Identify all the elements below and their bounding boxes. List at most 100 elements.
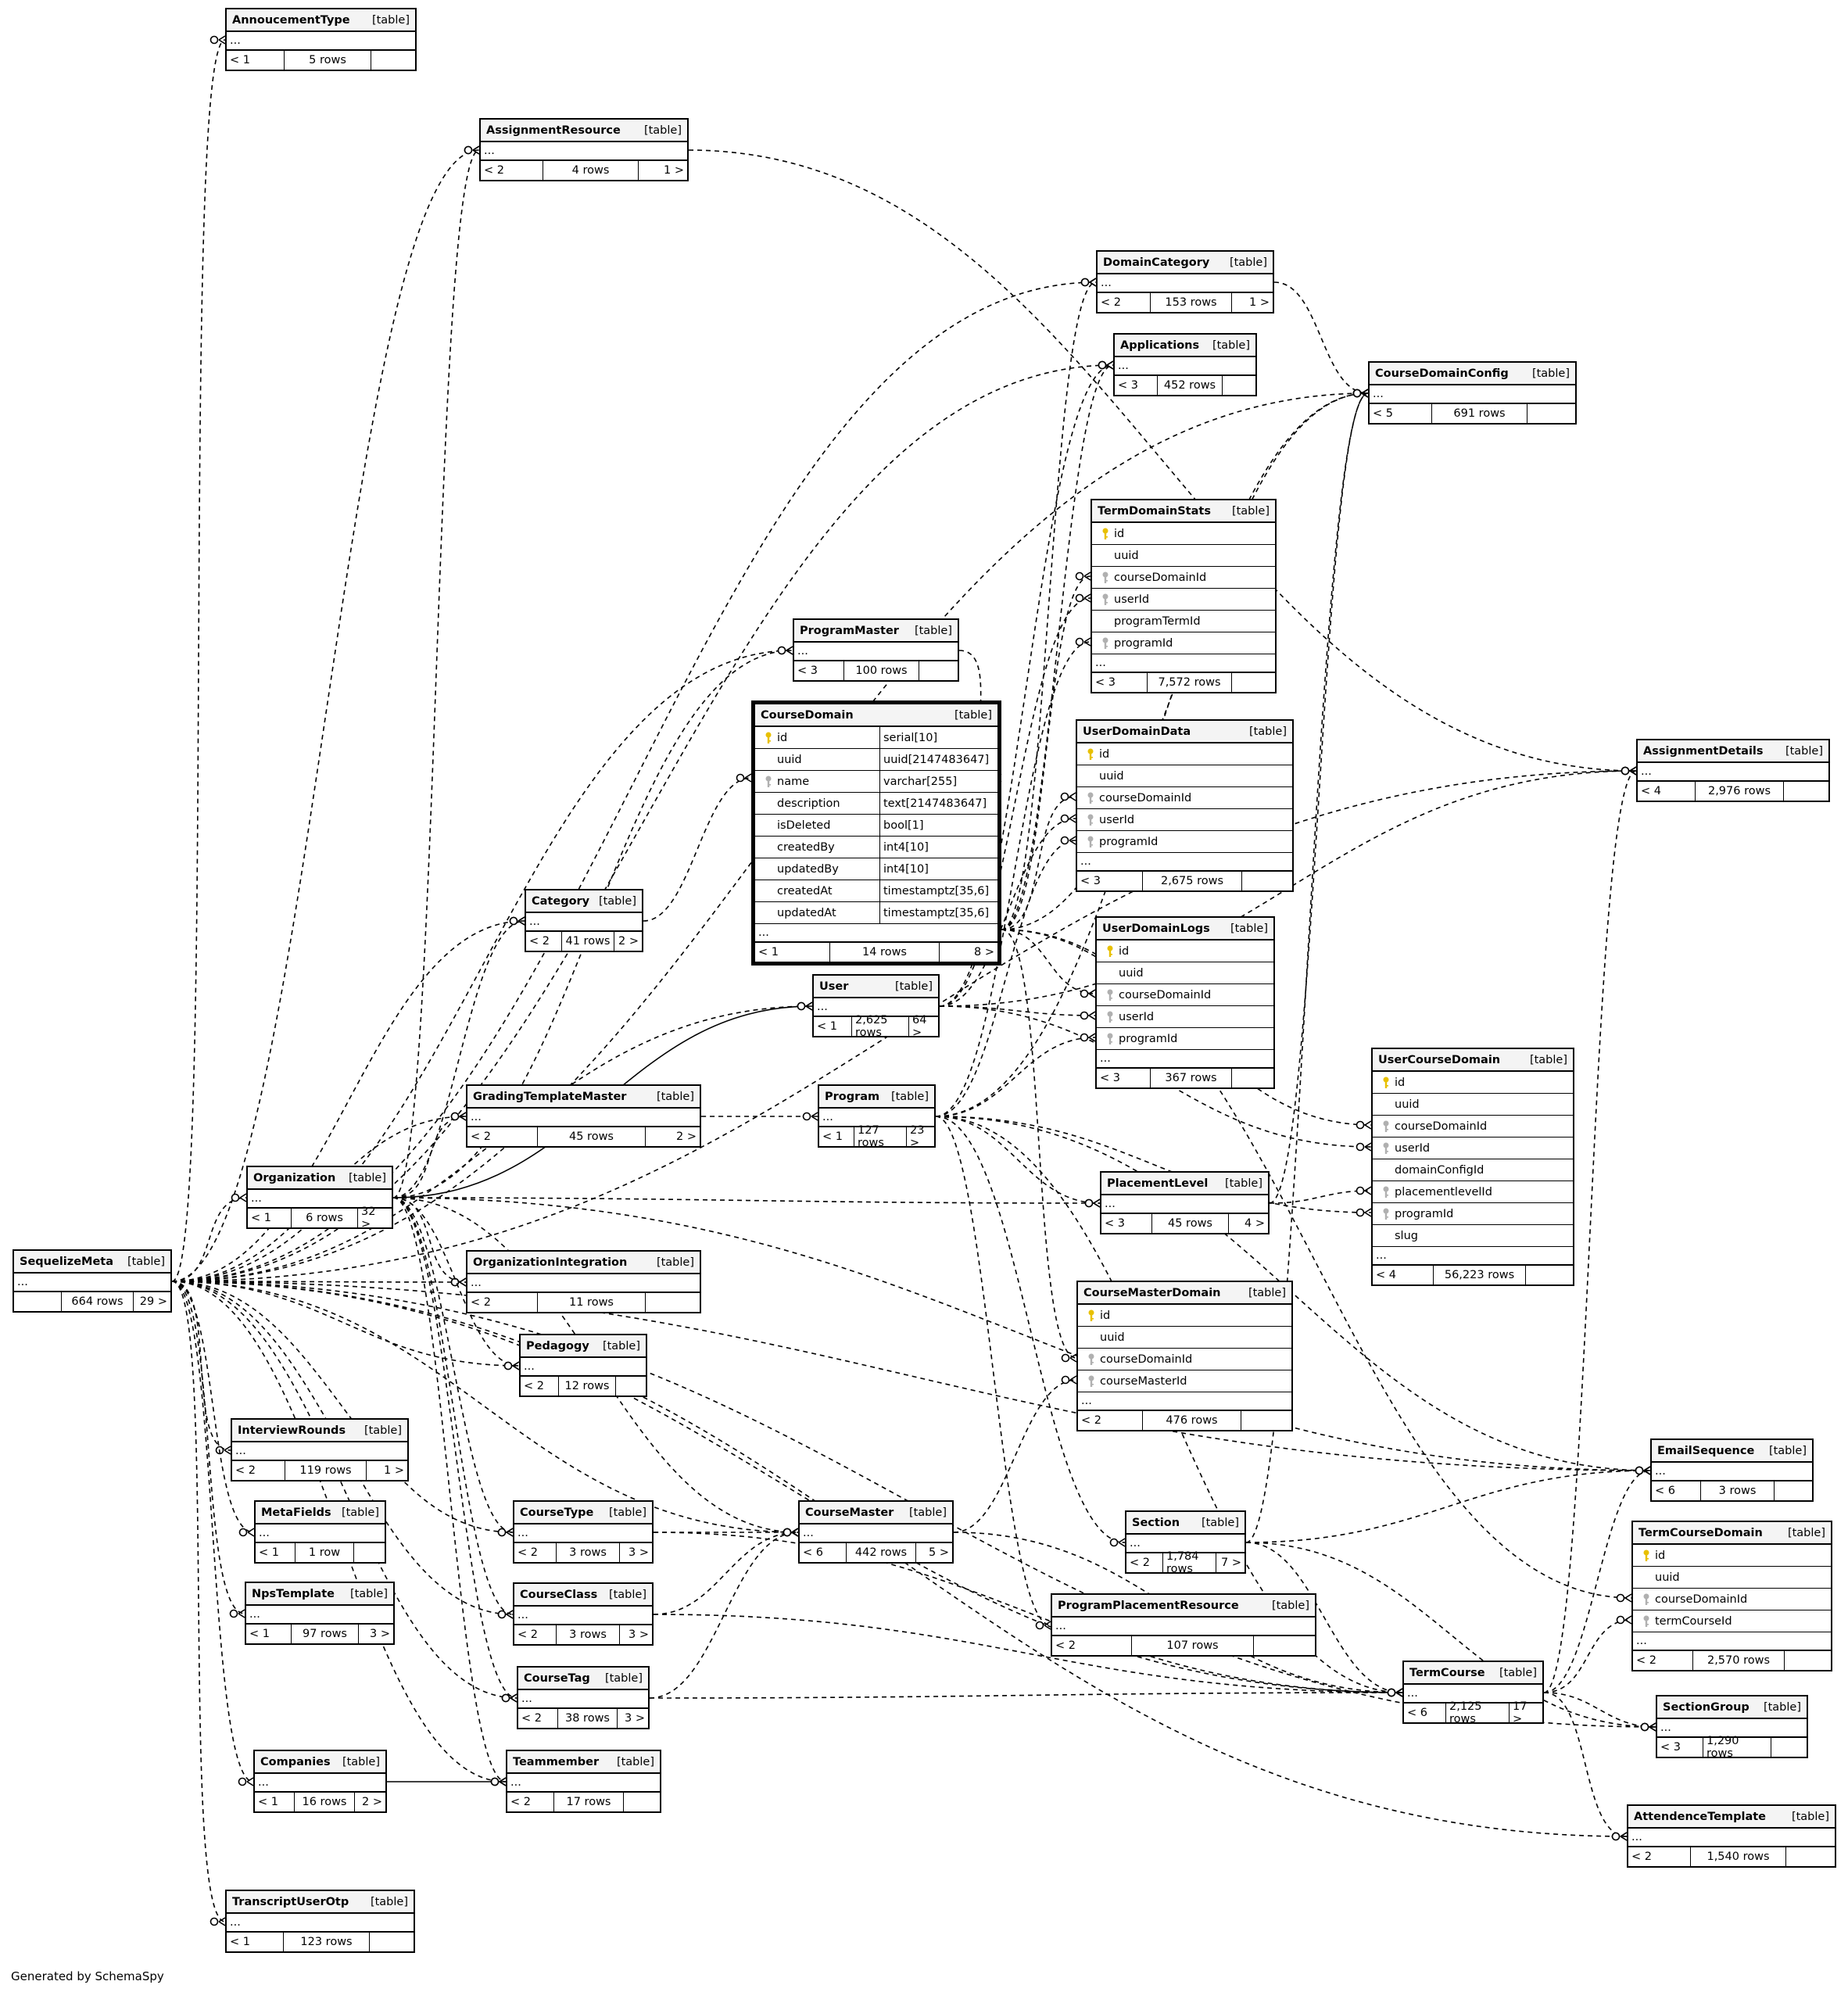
table-header[interactable]: Applications[table]: [1115, 335, 1255, 357]
children-link[interactable]: 3 >: [629, 1546, 649, 1559]
column-row[interactable]: userId: [1092, 589, 1275, 611]
more-columns[interactable]: ...: [507, 1774, 660, 1793]
table-header[interactable]: CourseDomainConfig[table]: [1370, 363, 1575, 385]
table-header[interactable]: SectionGroup[table]: [1657, 1696, 1807, 1719]
table-header[interactable]: Section[table]: [1126, 1512, 1245, 1535]
more-columns[interactable]: ...: [794, 643, 958, 661]
table-header[interactable]: CourseClass[table]: [514, 1584, 652, 1607]
parents-link[interactable]: < 2: [481, 161, 543, 180]
column-row[interactable]: id: [1078, 1305, 1291, 1327]
children-link[interactable]: [1775, 1481, 1812, 1500]
column-row[interactable]: placementlevelId: [1373, 1181, 1573, 1203]
more-columns[interactable]: ...: [755, 924, 997, 943]
parents-link[interactable]: < 2: [1628, 1847, 1691, 1866]
parents-link[interactable]: < 1: [819, 1127, 854, 1146]
parents-link[interactable]: < 2: [514, 1625, 557, 1644]
children-link[interactable]: 4 >: [1245, 1217, 1265, 1230]
column-row[interactable]: courseDomainId: [1373, 1116, 1573, 1138]
table-header[interactable]: NpsTemplate[table]: [246, 1583, 393, 1606]
children-link[interactable]: [1786, 1847, 1835, 1866]
more-columns[interactable]: ...: [1652, 1463, 1812, 1481]
children-link[interactable]: [646, 1293, 700, 1312]
more-columns[interactable]: ...: [1126, 1535, 1245, 1553]
more-columns[interactable]: ...: [518, 1690, 648, 1709]
parents-link[interactable]: < 3: [1092, 673, 1148, 692]
children-link[interactable]: [354, 1543, 385, 1562]
children-link[interactable]: [1771, 1738, 1807, 1757]
children-link[interactable]: [371, 51, 415, 70]
parents-link[interactable]: [14, 1292, 62, 1311]
table-header[interactable]: Teammember[table]: [507, 1751, 660, 1774]
more-columns[interactable]: ...: [467, 1109, 700, 1127]
column-row[interactable]: courseMasterId: [1078, 1370, 1291, 1392]
parents-link[interactable]: < 3: [1657, 1738, 1703, 1757]
children-link[interactable]: 23 >: [910, 1124, 925, 1149]
parents-link[interactable]: < 2: [467, 1127, 538, 1146]
children-link[interactable]: 1 >: [384, 1464, 404, 1477]
more-columns[interactable]: ...: [814, 998, 938, 1017]
children-link[interactable]: [1526, 1266, 1573, 1284]
table-header[interactable]: Organization[table]: [248, 1167, 392, 1190]
column-row[interactable]: id: [1092, 523, 1275, 545]
children-link[interactable]: 7 >: [1221, 1557, 1241, 1569]
parents-link[interactable]: < 2: [1098, 293, 1151, 312]
more-columns[interactable]: ...: [1628, 1829, 1835, 1847]
parents-link[interactable]: < 5: [1370, 404, 1432, 423]
table-header[interactable]: CourseDomain[table]: [755, 704, 997, 727]
table-header[interactable]: CourseTag[table]: [518, 1668, 648, 1690]
parents-link[interactable]: < 6: [1404, 1704, 1446, 1722]
parents-link[interactable]: < 2: [507, 1793, 554, 1811]
parents-link[interactable]: < 1: [256, 1543, 295, 1562]
parents-link[interactable]: < 1: [248, 1209, 292, 1227]
children-link[interactable]: 29 >: [139, 1295, 167, 1308]
column-row[interactable]: courseDomainId: [1633, 1589, 1831, 1610]
table-header[interactable]: AnnoucementType[table]: [227, 9, 415, 32]
table-header[interactable]: AttendenceTemplate[table]: [1628, 1806, 1835, 1829]
table-header[interactable]: Category[table]: [526, 890, 642, 913]
more-columns[interactable]: ...: [255, 1774, 385, 1793]
more-columns[interactable]: ...: [227, 1914, 414, 1933]
table-header[interactable]: InterviewRounds[table]: [232, 1420, 407, 1442]
parents-link[interactable]: < 6: [1652, 1481, 1701, 1500]
children-link[interactable]: 2 >: [676, 1130, 697, 1143]
children-link[interactable]: [1232, 673, 1275, 692]
column-row[interactable]: userId: [1373, 1138, 1573, 1159]
more-columns[interactable]: ...: [1115, 357, 1255, 376]
column-row[interactable]: uuid: [1077, 765, 1292, 787]
children-link[interactable]: [919, 661, 958, 680]
children-link[interactable]: [616, 1377, 646, 1395]
table-header[interactable]: UserDomainLogs[table]: [1097, 918, 1273, 940]
parents-link[interactable]: < 6: [800, 1543, 847, 1562]
column-row[interactable]: slug: [1373, 1225, 1573, 1247]
table-header[interactable]: TermCourseDomain[table]: [1633, 1522, 1831, 1545]
more-columns[interactable]: ...: [1638, 763, 1828, 782]
children-link[interactable]: [1232, 1069, 1273, 1087]
table-header[interactable]: GradingTemplateMaster[table]: [467, 1086, 700, 1109]
table-header[interactable]: PlacementLevel[table]: [1101, 1173, 1268, 1195]
table-header[interactable]: Pedagogy[table]: [521, 1335, 646, 1358]
parents-link[interactable]: < 2: [467, 1293, 538, 1312]
more-columns[interactable]: ...: [1373, 1247, 1573, 1266]
table-header[interactable]: EmailSequence[table]: [1652, 1440, 1812, 1463]
column-row[interactable]: courseDomainId: [1078, 1349, 1291, 1370]
more-columns[interactable]: ...: [1098, 274, 1273, 293]
column-row[interactable]: userId: [1097, 1006, 1273, 1028]
parents-link[interactable]: < 2: [1052, 1636, 1132, 1655]
more-columns[interactable]: ...: [1404, 1685, 1542, 1704]
more-columns[interactable]: ...: [481, 142, 687, 161]
